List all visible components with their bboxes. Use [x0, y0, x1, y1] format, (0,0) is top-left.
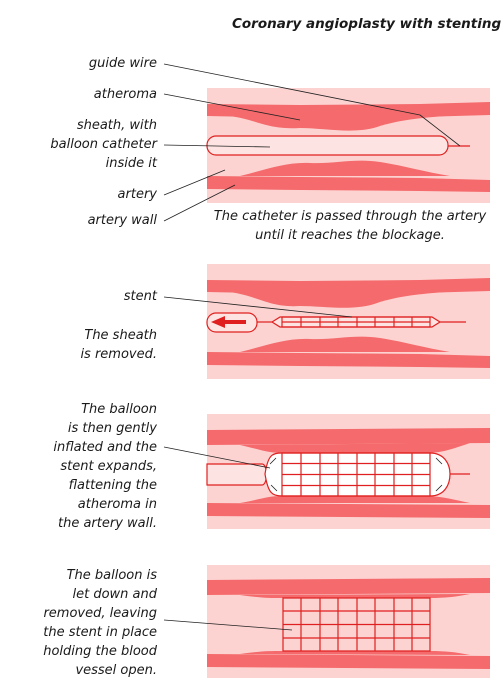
panel2-atheroma-bottom — [240, 336, 450, 352]
panel2-artery-wall-top — [207, 278, 490, 294]
panel1-artery — [206, 88, 490, 203]
panel4-atheroma-top — [240, 594, 470, 598]
label-guide-wire: guide wire — [88, 56, 157, 71]
panel4-stent-mesh — [283, 598, 430, 651]
panel3-caption-line5: flattening the — [68, 478, 157, 493]
leader-guide-wire-2 — [419, 114, 461, 147]
panel1-caption-line1: The catheter is passed through the arter… — [213, 209, 487, 224]
panel4-caption-line5: holding the blood — [43, 644, 157, 659]
panel3-caption-line2: is then gently — [67, 421, 157, 436]
leader-artery-wall — [163, 184, 236, 222]
panel2-stent-struts — [282, 317, 430, 327]
label-atheroma: atheroma — [93, 87, 157, 102]
panel2-stent — [281, 316, 431, 328]
panel1-atheroma-top — [230, 116, 445, 131]
panel4-artery — [207, 565, 490, 678]
panel3-atheroma-top — [240, 443, 470, 453]
panel3-caption-line4: stent expands, — [60, 459, 157, 474]
label-sheath-line1: sheath, with — [76, 118, 157, 133]
panel2-atheroma-top — [230, 292, 445, 308]
panel4-atheroma-bottom — [240, 651, 470, 655]
leader-balloon — [163, 446, 271, 469]
panel2-artery-wall-bottom — [207, 352, 490, 368]
panel1-artery-wall-top — [207, 102, 490, 118]
panel4-caption-line3: removed, leaving — [43, 606, 157, 621]
panel1-artery-wall-bottom — [207, 176, 490, 192]
diagram-title: Coronary angioplasty with stenting — [232, 16, 501, 32]
panel1-leader-lines — [163, 63, 461, 222]
panel2-caption-line2: is removed. — [80, 347, 157, 362]
panel2-caption-line1: The sheath — [84, 328, 157, 343]
panel4-artery-wall-top — [207, 578, 490, 595]
label-artery-wall: artery wall — [87, 213, 157, 228]
panel4-caption-line1: The balloon is — [66, 568, 157, 583]
panel3-caption-line7: the artery wall. — [58, 516, 157, 531]
leader-sheath — [163, 144, 271, 148]
panel4-caption-line6: vessel open. — [75, 663, 157, 678]
panel3-sheath — [206, 463, 268, 486]
panel4-artery-wall-bottom — [207, 654, 490, 669]
label-sheath-line3: inside it — [105, 156, 157, 171]
sheath-removal-arrow-icon — [211, 316, 246, 328]
label-stent: stent — [123, 289, 157, 304]
panel3-artery — [206, 414, 490, 529]
leader-guide-wire — [163, 63, 421, 116]
panel1-caption-line2: until it reaches the blockage. — [255, 228, 445, 243]
panel3-caption-line1: The balloon — [81, 402, 157, 417]
panel3-caption-line6: atheroma in — [77, 497, 157, 512]
panel4-caption-line4: the stent in place — [43, 625, 157, 640]
panel1-atheroma-bottom — [240, 160, 450, 176]
panel3-artery-wall-bottom — [207, 503, 490, 518]
leader-artery — [163, 169, 226, 196]
panel3-stent — [281, 452, 431, 497]
panel3-caption-line3: inflated and the — [53, 440, 157, 455]
inflation-arrow-icon — [269, 457, 443, 492]
panel4-stent — [282, 597, 431, 652]
leader-atheroma — [163, 93, 301, 121]
sheath — [206, 135, 449, 156]
leader-stent — [163, 296, 353, 318]
panel2-artery — [206, 264, 490, 379]
label-sheath-line2: balloon catheter — [50, 137, 157, 152]
leader-stent-in-place — [163, 619, 293, 631]
label-artery: artery — [117, 187, 157, 202]
panel3-artery-wall-top — [207, 428, 490, 445]
panel4-caption-line2: let down and — [72, 587, 157, 602]
panel3-atheroma-bottom — [240, 496, 470, 503]
panel3-stent-mesh — [282, 453, 430, 496]
